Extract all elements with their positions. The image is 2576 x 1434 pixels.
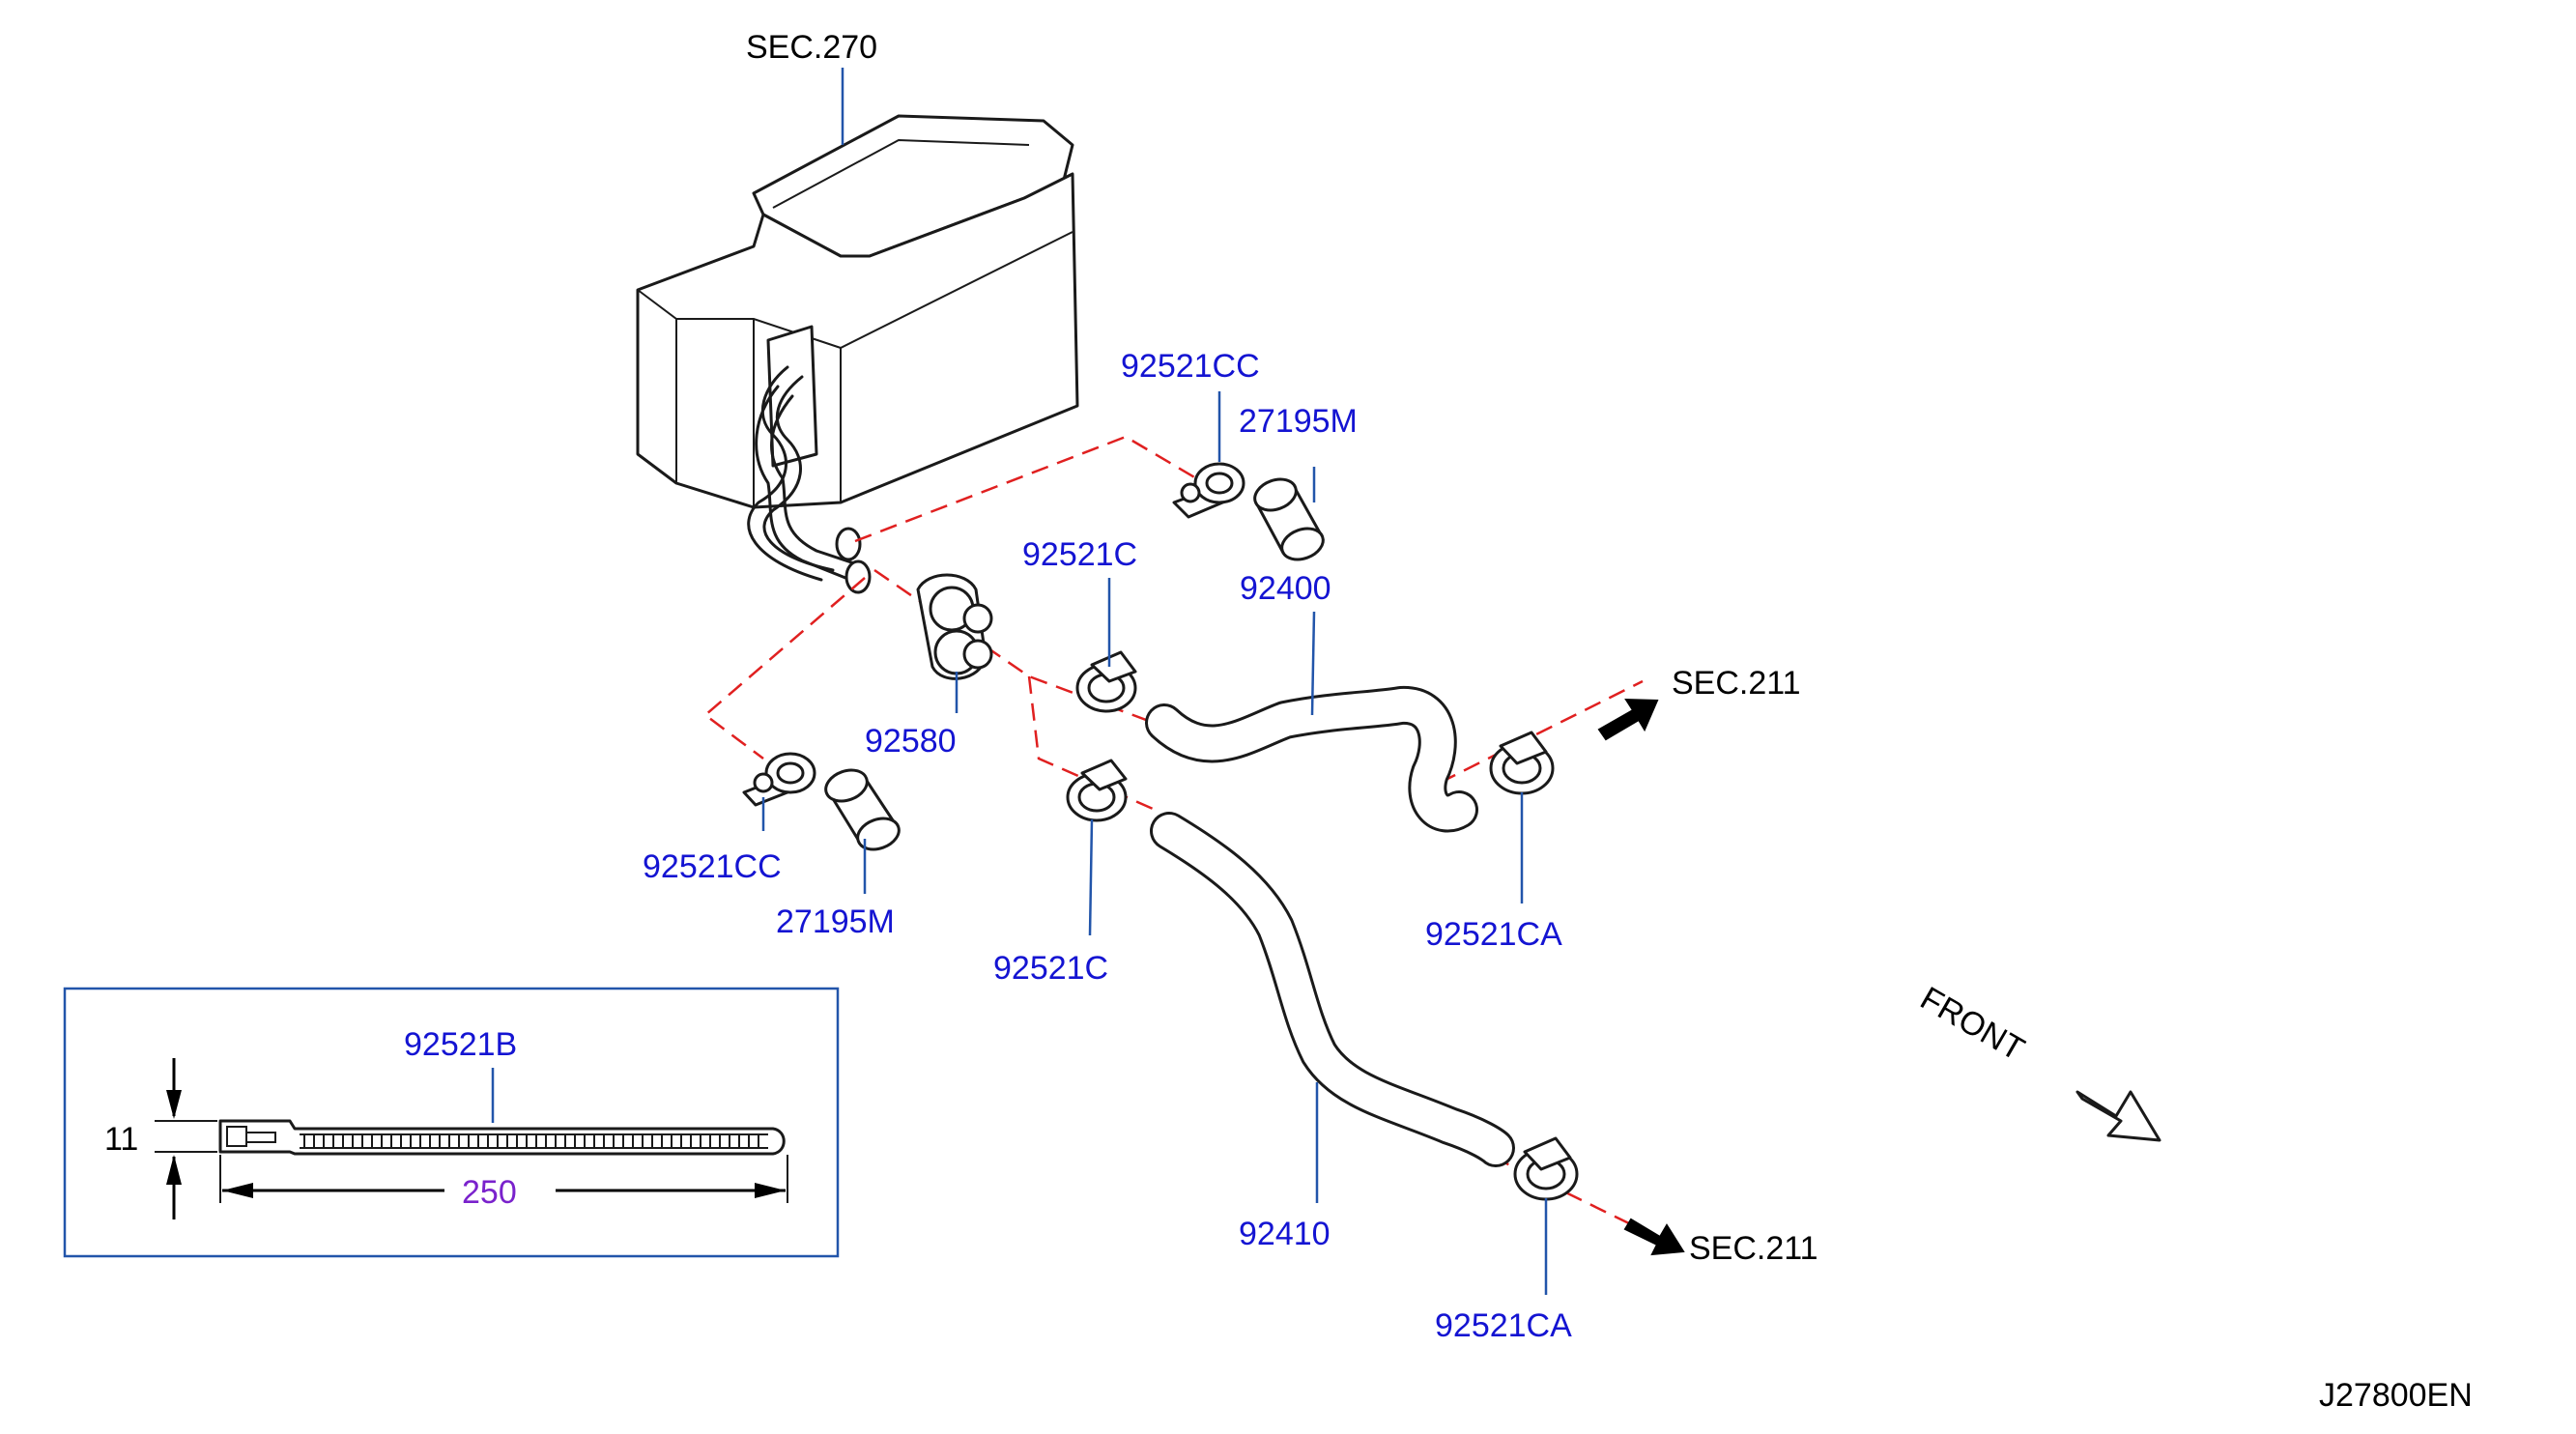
clip-upper xyxy=(1172,462,1245,519)
label-clip-lower: 92521CC xyxy=(643,848,782,885)
clamp-upper xyxy=(1075,650,1137,713)
label-clamp-lower: 92521C xyxy=(993,950,1108,987)
label-sec211-upper: SEC.211 xyxy=(1672,665,1801,702)
label-clamp-engine-lower: 92521CA xyxy=(1435,1307,1572,1344)
sec211-upper-arrow-icon xyxy=(1597,698,1659,741)
diagram-code: J27800EN xyxy=(2319,1377,2473,1414)
label-hose-lower: 92410 xyxy=(1239,1216,1331,1252)
label-sec211-lower: SEC.211 xyxy=(1689,1230,1818,1267)
label-length-dim: 250 xyxy=(462,1174,517,1211)
grommet-lower xyxy=(824,768,901,851)
inset-panel: 92521B 11 250 xyxy=(63,987,840,1258)
label-grommet-plate: 92580 xyxy=(865,723,957,760)
front-arrow-icon xyxy=(2075,1090,2161,1142)
length-dimension xyxy=(219,1155,788,1203)
heater-unit xyxy=(636,114,1079,594)
label-clamp-engine-upper: 92521CA xyxy=(1425,916,1562,953)
label-grommet-upper: 27195M xyxy=(1239,403,1358,440)
clip-lower xyxy=(742,752,816,807)
hose-upper-92400 xyxy=(1145,686,1478,833)
clamp-engine-lower xyxy=(1513,1136,1579,1201)
height-dimension xyxy=(155,1058,217,1219)
clamp-lower xyxy=(1066,759,1128,822)
sec211-lower-arrow-icon xyxy=(1623,1218,1685,1256)
label-inset-part: 92521B xyxy=(404,1026,517,1063)
grommet-plate xyxy=(916,573,993,680)
cable-tie xyxy=(218,1119,786,1156)
label-sec270: SEC.270 xyxy=(746,29,877,66)
front-label: FRONT xyxy=(1914,980,2030,1068)
leader-lines xyxy=(761,68,1548,1295)
grommet-upper xyxy=(1253,477,1325,561)
label-hose-upper: 92400 xyxy=(1240,570,1331,607)
label-clamp-upper: 92521C xyxy=(1022,536,1137,573)
hose-lower-92410 xyxy=(1150,812,1515,1167)
label-grommet-lower: 27195M xyxy=(776,903,895,940)
label-height-dim: 11 xyxy=(104,1121,138,1158)
label-clip-upper: 92521CC xyxy=(1121,348,1260,385)
clamp-engine-upper xyxy=(1489,731,1555,795)
